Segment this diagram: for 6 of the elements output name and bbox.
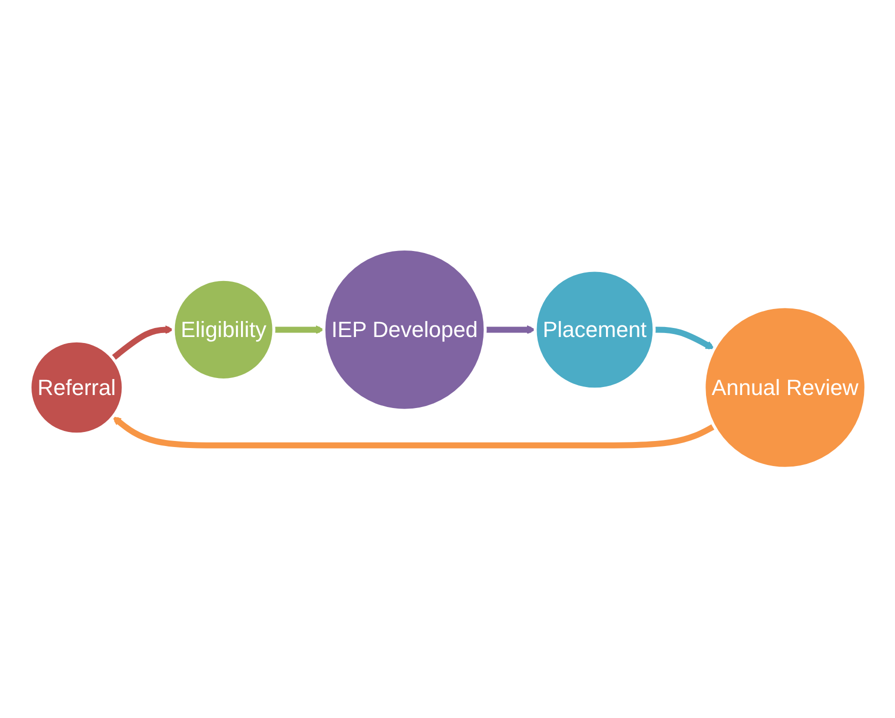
arrow bbox=[273, 326, 324, 334]
arrow bbox=[110, 326, 174, 361]
arrow bbox=[654, 326, 714, 350]
node-circle: Placement bbox=[533, 269, 656, 391]
arrow bbox=[112, 416, 716, 449]
arrow bbox=[484, 326, 536, 334]
